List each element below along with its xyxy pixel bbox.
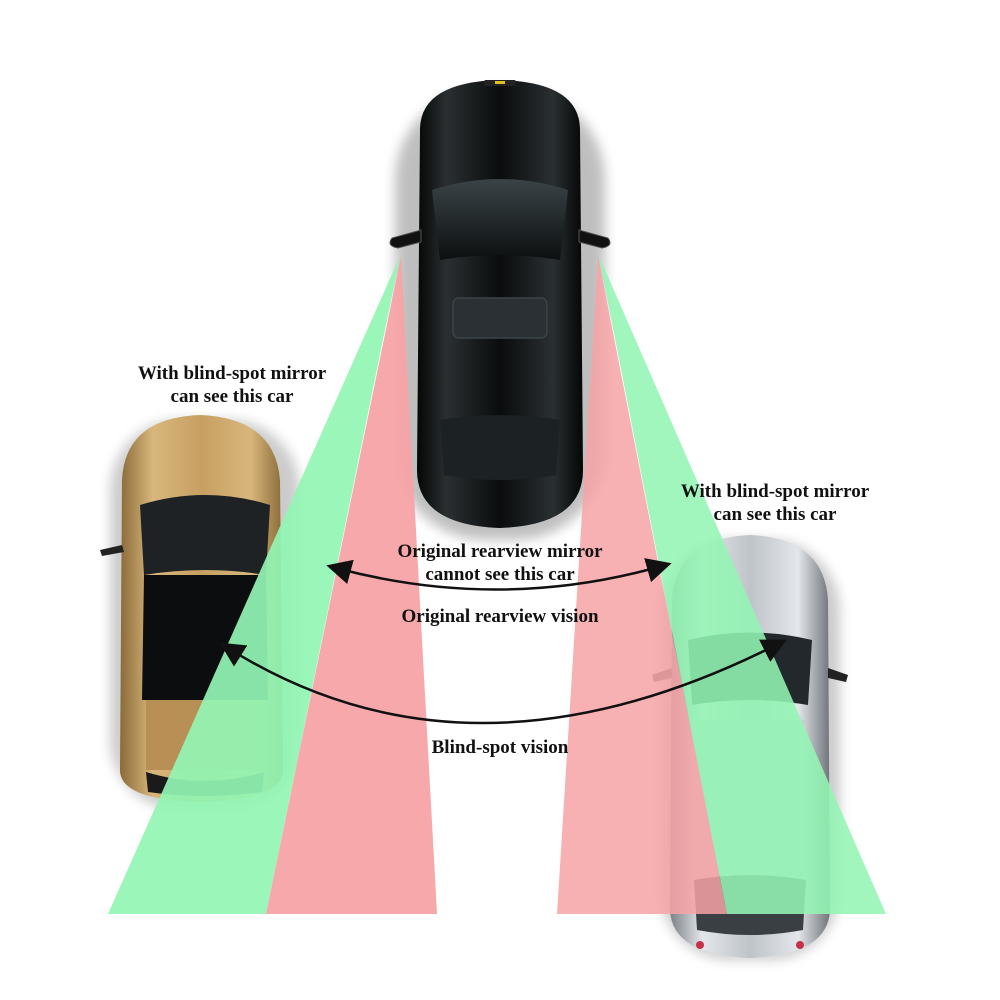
- rearview-arc-arrow: [326, 558, 672, 591]
- main-car: [389, 80, 611, 540]
- cannot-see-line2: cannot see this car: [425, 564, 575, 585]
- right-blindspot-zone: [599, 256, 886, 914]
- left-rearview-zone: [266, 256, 437, 914]
- right-car-note: With blind-spot mirror can see this car: [650, 480, 900, 526]
- left-car-note-line2: can see this car: [170, 386, 294, 407]
- cannot-see-note: Original rearview mirror cannot see this…: [350, 540, 650, 586]
- cannot-see-line1: Original rearview mirror: [397, 541, 603, 562]
- blindspot-vision-label: Blind-spot vision: [431, 737, 569, 758]
- right-car-note-line1: With blind-spot mirror: [680, 481, 870, 502]
- left-car-note: With blind-spot mirror can see this car: [112, 362, 352, 408]
- original-vision-label: Original rearview vision: [401, 606, 599, 627]
- right-car-note-line2: can see this car: [713, 504, 837, 525]
- blindspot-arc-arrow: [219, 639, 787, 725]
- right-rearview-zone: [557, 256, 727, 914]
- left-blindspot-zone: [108, 256, 400, 914]
- left-car-note-line1: With blind-spot mirror: [137, 363, 327, 384]
